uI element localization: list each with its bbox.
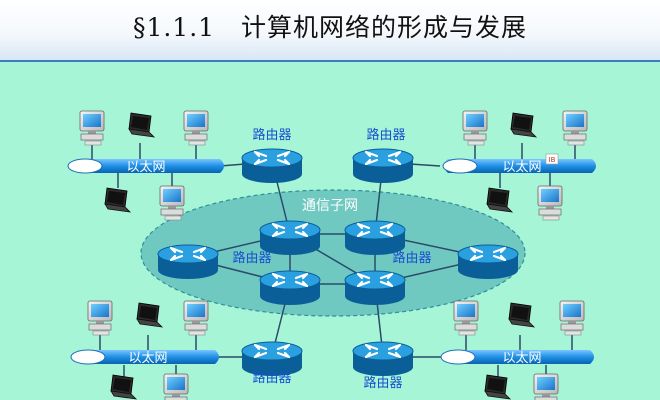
laptop-icon	[508, 302, 535, 328]
ethernet-label: 以太网	[502, 160, 541, 175]
workstation-icon	[453, 300, 479, 336]
workstation-icon	[562, 110, 588, 146]
router-label: 路由器	[392, 250, 431, 266]
workstation-icon	[183, 300, 209, 336]
workstation-icon	[559, 300, 585, 336]
workstation-icon	[163, 373, 189, 400]
ethernet-badge	[545, 153, 559, 165]
workstation-icon	[87, 300, 113, 336]
router-top-left	[240, 147, 304, 185]
router-label: 路由器	[252, 127, 291, 143]
router-subnet-left	[156, 243, 220, 281]
ethernet-bus-bottom-right: 以太网	[440, 349, 594, 366]
router-bottom-right	[351, 340, 415, 378]
ethernet-label: 以太网	[128, 351, 167, 366]
ethernet-label: 以太网	[502, 351, 541, 366]
slide-title: §1.1.1 计算机网络的形成与发展	[132, 13, 528, 42]
workstation-icon	[462, 110, 488, 146]
ethernet-badge-text: IB	[549, 156, 556, 164]
laptop-icon	[104, 187, 131, 213]
laptop-icon	[510, 112, 537, 138]
router-top-right	[351, 147, 415, 185]
router-label: 路由器	[366, 127, 405, 143]
workstation-icon	[183, 110, 209, 146]
header-divider	[0, 60, 660, 62]
router-label: 路由器	[252, 370, 291, 386]
router-subnet-upper-right	[343, 219, 407, 257]
laptop-icon	[484, 374, 511, 400]
router-label: 路由器	[363, 375, 402, 391]
workstation-icon	[533, 373, 559, 400]
workstation-icon	[79, 110, 105, 146]
router-subnet-upper-left	[258, 219, 322, 257]
laptop-icon	[110, 374, 137, 400]
workstation-icon	[159, 185, 185, 221]
laptop-icon	[136, 302, 163, 328]
router-subnet-lower-left	[258, 269, 322, 307]
laptop-icon	[486, 187, 513, 213]
laptop-icon	[128, 112, 155, 138]
workstation-icon	[537, 185, 563, 221]
subnet-label: 通信子网	[302, 198, 358, 214]
slide-header: §1.1.1 计算机网络的形成与发展	[0, 0, 660, 62]
ethernet-bus-top-right: 以太网 IB	[442, 153, 596, 175]
router-label: 路由器	[232, 250, 271, 266]
router-subnet-right	[456, 243, 520, 281]
communication-subnet-area	[140, 189, 526, 317]
ethernet-bus-bottom-left: 以太网	[70, 349, 219, 366]
ethernet-label: 以太网	[126, 160, 165, 175]
ethernet-bus-top-left: 以太网	[67, 158, 224, 175]
router-subnet-lower-right	[343, 269, 407, 307]
